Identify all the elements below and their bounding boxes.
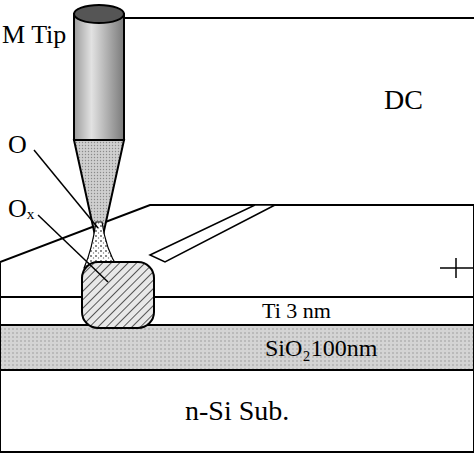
water-label: O [8, 132, 27, 158]
ti-layer: Ti 3 nm [0, 297, 474, 325]
sio2-layer: SiO₂100nm [0, 325, 474, 370]
substrate-layer: n-Si Sub. [0, 370, 474, 452]
source-label: DC [384, 86, 423, 114]
tip-label: M Tip [2, 22, 66, 48]
oxide-label: Oₓ [8, 196, 34, 222]
layer-label: SiO₂100nm [265, 336, 377, 360]
layer-label: Ti 3 nm [262, 300, 331, 322]
layer-label: n-Si Sub. [185, 397, 289, 425]
